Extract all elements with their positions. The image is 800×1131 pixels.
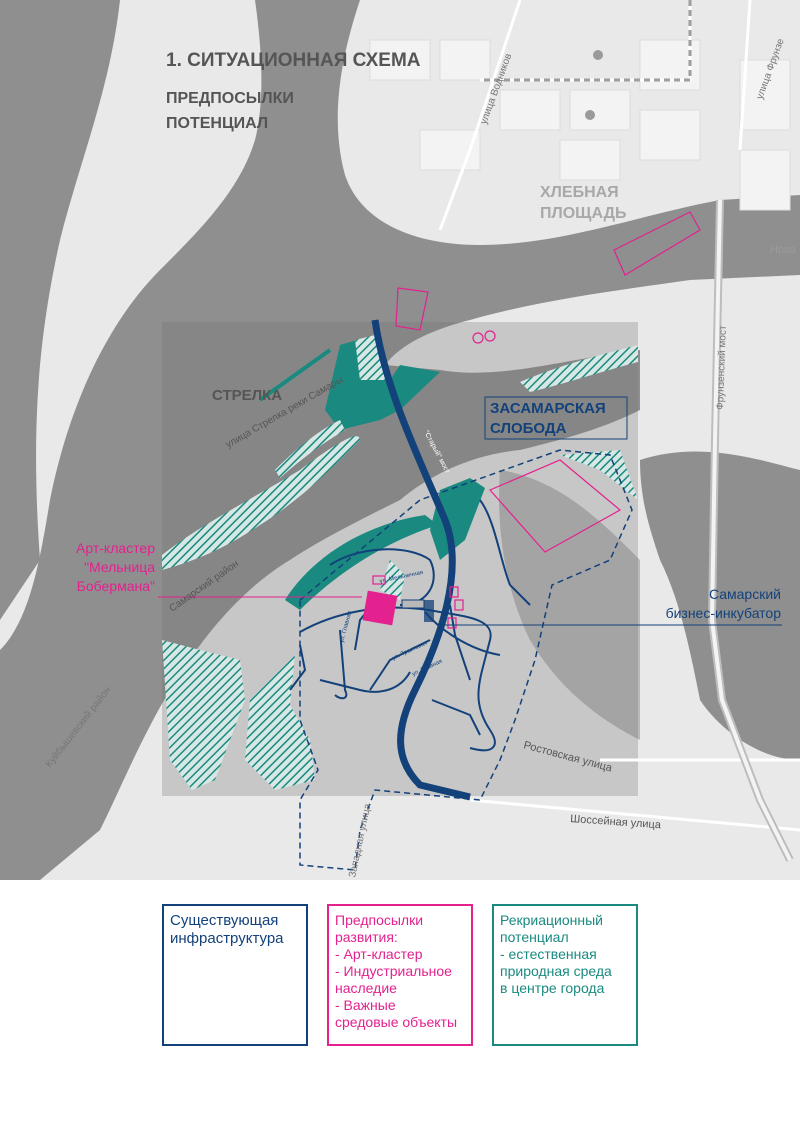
zasamarskaya-label-2: СЛОБОДА: [490, 420, 567, 437]
zasamarskaya-label-frame: [484, 396, 628, 440]
church-icon: [585, 50, 603, 120]
recreation-zones: [285, 335, 485, 610]
development-sites: [372, 211, 701, 629]
recreation-hatched-zones: [162, 335, 638, 790]
art-cluster-label-1: Арт-кластер: [76, 540, 155, 556]
art-cluster-label-2: "Мельница: [84, 559, 155, 575]
river-water: [499, 470, 640, 740]
recreation-strip: [258, 348, 332, 402]
situational-map: 1. СИТУАЦИОННАЯ СХЕМА ПРЕДПОСЫЛКИ ПОТЕНЦ…: [0, 0, 800, 880]
strelka-label: СТРЕЛКА: [212, 387, 282, 404]
map-title: 1. СИТУАЦИОННАЯ СХЕМА: [166, 50, 421, 71]
frunzenskiy-bridge-road-core: [709, 199, 792, 861]
frunzenskiy-bridge-label: Фрунзенский мост: [715, 325, 729, 410]
subtitle-line-1: ПРЕДПОСЫЛКИ: [166, 90, 294, 107]
mill-building: [401, 599, 425, 609]
incubator-label-1: Самарский: [709, 586, 781, 602]
city-blocks: [369, 39, 791, 211]
local-streets: [289, 499, 531, 752]
art-cluster-label-3: Бобермана": [77, 578, 155, 594]
khlebnaya-label-2: ПЛОЩАДЬ: [540, 205, 627, 222]
nova-label: Нова: [770, 244, 797, 256]
river-water: [640, 451, 800, 760]
boundary-line: [480, 0, 692, 82]
incubator-label-2: бизнес-инкубатор: [666, 605, 782, 621]
khlebnaya-label-1: ХЛЕБНАЯ: [540, 184, 619, 201]
zasamarskaya-boundary: [299, 449, 633, 871]
river-water: [0, 0, 120, 620]
incubator-building: [424, 600, 434, 622]
legend-development-prerequisites: Предпосылки развития: - Арт-кластер - Ин…: [327, 904, 473, 1046]
subtitle-line-2: ПОТЕНЦИАЛ: [166, 115, 268, 132]
legend-recreation-potential: Рекриационный потенциал - естественная п…: [492, 904, 638, 1046]
staryy-most-road: [371, 319, 471, 801]
art-cluster-building: [362, 590, 398, 626]
river-water: [0, 0, 800, 880]
zasamarskaya-label-1: ЗАСАМАРСКАЯ: [490, 400, 606, 417]
legend-existing-infrastructure: Существующая инфраструктура: [162, 904, 308, 1046]
